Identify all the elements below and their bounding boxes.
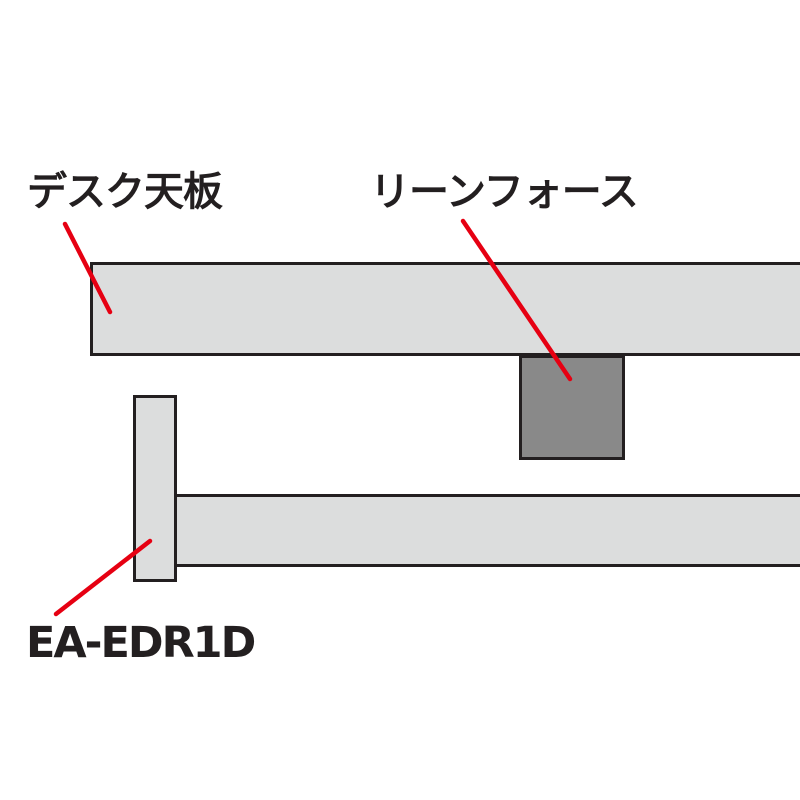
reinforce-block-shape xyxy=(519,355,625,460)
desk-panel-label: デスク天板 xyxy=(27,169,223,215)
bracket-plate-shape xyxy=(133,395,177,582)
desk-panel-shape xyxy=(90,262,800,356)
bracket-arm-shape xyxy=(158,494,800,567)
model-number-label: EA-EDR1D xyxy=(26,618,256,668)
reinforce-label: リーンフォース xyxy=(370,169,639,215)
leader-line-desk-panel xyxy=(62,221,113,315)
leader-line-model xyxy=(53,538,153,617)
leader-line-reinforce xyxy=(460,218,573,382)
